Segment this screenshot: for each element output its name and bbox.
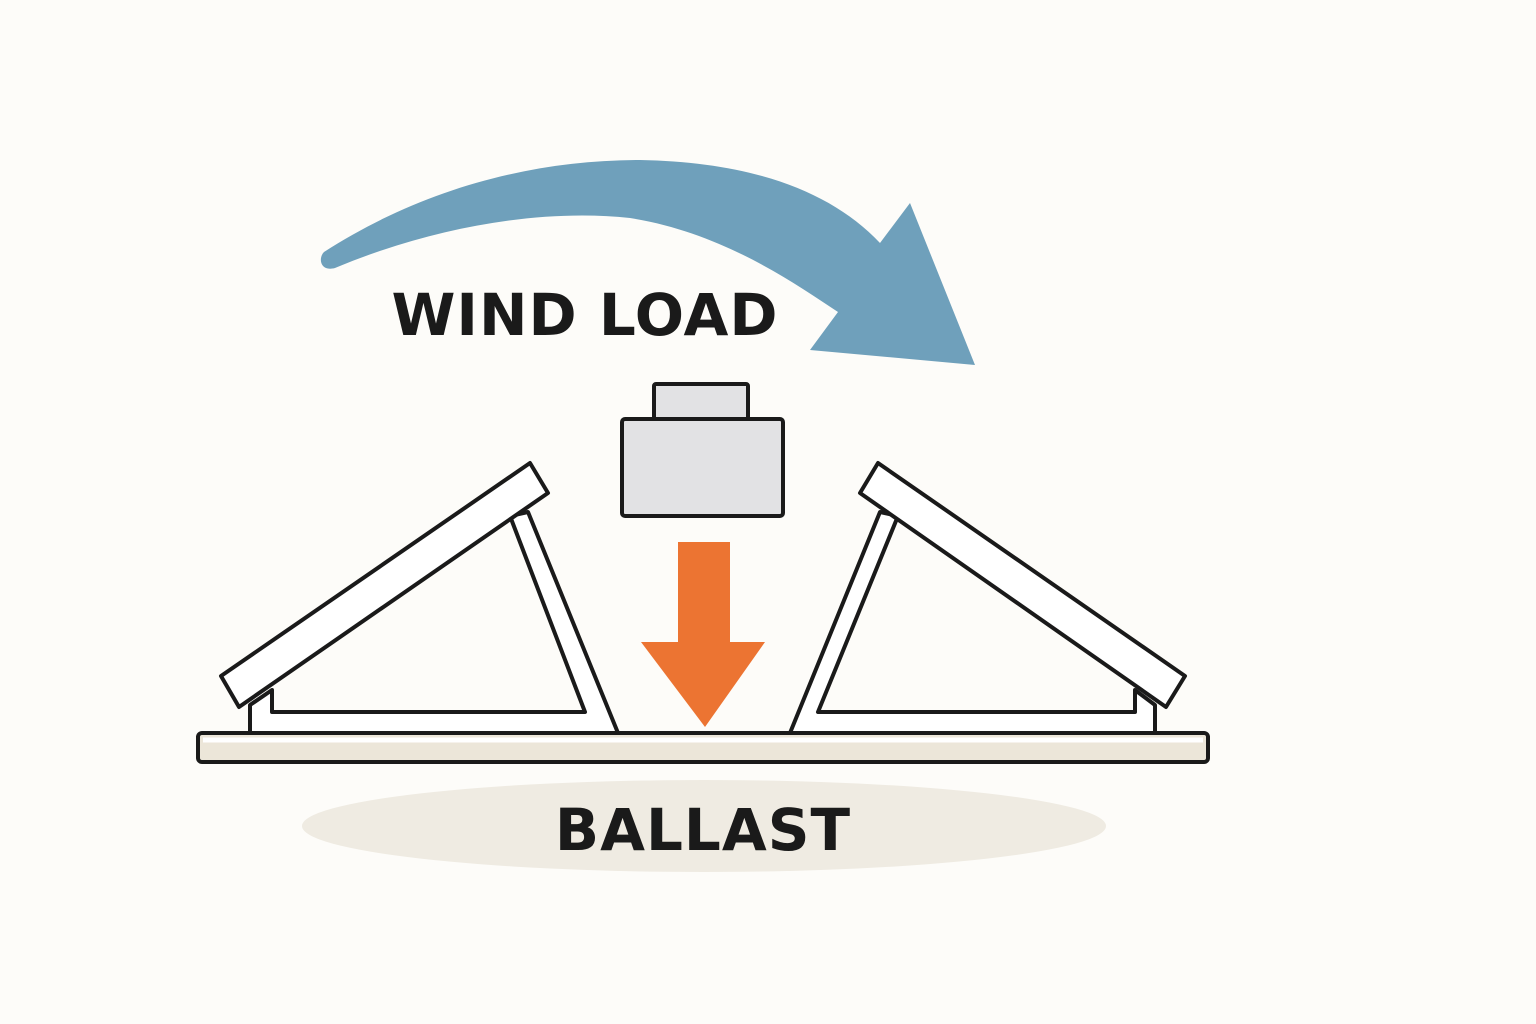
- weight-block-body: [620, 417, 785, 518]
- wind-arrow-shaft: [320, 160, 975, 365]
- weight-block-top: [652, 382, 750, 422]
- base-rail: [196, 731, 1210, 764]
- ballast-pad: [302, 780, 1106, 872]
- wind-load-label: WIND LOAD: [391, 281, 778, 349]
- weight-block-icon: [620, 382, 785, 518]
- wind-arrow-icon: [320, 160, 975, 365]
- ballast-label: BALLAST: [555, 796, 851, 864]
- right-panel-frame: [788, 461, 1187, 735]
- left-panel-frame: [219, 461, 620, 735]
- left-solar-panel: [219, 461, 550, 709]
- right-solar-panel: [858, 461, 1187, 709]
- down-arrow-icon: [641, 542, 765, 727]
